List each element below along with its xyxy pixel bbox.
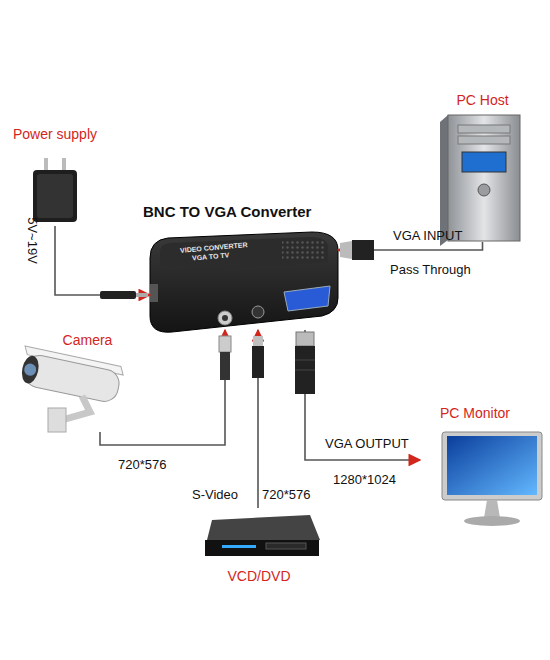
dc-plug-tip — [136, 293, 148, 297]
device-node: VCD/DVD — [200, 508, 318, 584]
monitor-neck — [484, 500, 500, 518]
node-label: Camera — [63, 332, 113, 348]
node-label: PC Host — [456, 92, 508, 108]
signal-label: 1280*1024 — [333, 472, 396, 487]
vga-out-plug-body — [295, 346, 315, 394]
monitor-base — [464, 516, 520, 526]
node-label: Power supply — [13, 126, 97, 142]
svideo-plug — [253, 336, 263, 346]
adapter-prong — [44, 158, 48, 172]
signal-label: VGA INPUT — [393, 228, 462, 243]
signal-label: S-Video — [192, 487, 238, 502]
device-node: PC Monitor — [420, 405, 530, 530]
signal-label: 5V~19V — [24, 217, 39, 264]
device-node: Camera — [30, 332, 145, 432]
vga-port — [284, 286, 330, 311]
pc-tower — [448, 115, 520, 241]
diagram-title: BNC TO VGA Converter — [143, 203, 311, 220]
vga-plug-head — [340, 241, 352, 259]
converter-body — [150, 232, 338, 332]
bnc-port — [218, 311, 232, 325]
plug-ridge — [295, 360, 315, 361]
lens-glass — [23, 363, 37, 377]
dc-plug — [100, 291, 136, 299]
device-node: PC Host — [435, 92, 530, 242]
drive-bay — [458, 125, 510, 133]
monitor-frame — [442, 432, 542, 500]
power-button — [478, 184, 490, 196]
signal-label: VGA OUTPUT — [325, 436, 409, 451]
device-box: VIDEO CONVERTERVGA TO TV — [150, 235, 338, 330]
tower-lcd — [462, 152, 506, 172]
signal-label: 720*576 — [262, 487, 310, 502]
tower-side — [440, 115, 448, 246]
adapter-prong — [62, 158, 66, 172]
wall-plate — [48, 408, 66, 432]
dvd-light — [222, 545, 256, 548]
dc-jack — [150, 284, 158, 302]
node-label: PC Monitor — [440, 405, 510, 421]
signal-label: 720*576 — [118, 457, 166, 472]
converter-top — [160, 237, 328, 272]
device-node: Power supply — [5, 126, 105, 226]
signal-label: Pass Through — [390, 262, 471, 277]
bnc-plug — [219, 336, 231, 352]
svideo-port — [252, 306, 264, 318]
bnc-plug-body — [220, 352, 230, 380]
vga-plug — [352, 240, 374, 260]
plug-ridge — [295, 370, 315, 371]
speaker-grille — [282, 240, 324, 260]
svideo-plug-body — [252, 346, 264, 378]
signal-cable — [55, 226, 150, 295]
vga-out-plug — [296, 332, 314, 346]
drive-bay — [458, 136, 510, 144]
power-adapter — [33, 170, 77, 222]
bnc-pin — [222, 315, 228, 321]
signal-cable — [305, 330, 420, 460]
node-label: VCD/DVD — [227, 568, 290, 584]
monitor-screen — [447, 436, 537, 495]
disc-tray — [266, 543, 306, 549]
device-print: VGA TO TV — [192, 251, 230, 262]
camera-lens — [20, 354, 41, 385]
signal-cable — [100, 330, 225, 445]
dvd-front — [205, 540, 319, 556]
adapter-face — [37, 174, 73, 218]
